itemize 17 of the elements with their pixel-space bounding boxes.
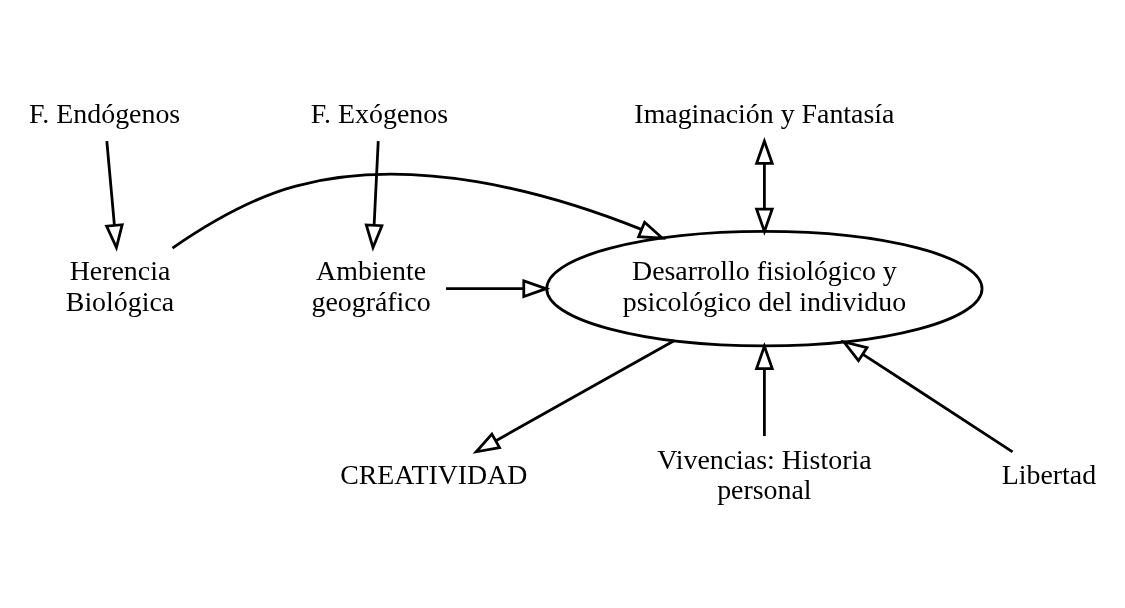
node-text: CREATIVIDAD <box>340 458 528 490</box>
node-text: F. Exógenos <box>310 97 449 129</box>
node-text: F. Endógenos <box>29 97 181 129</box>
arrow <box>171 172 667 250</box>
node-text: Imaginación y Fantasía <box>634 97 895 129</box>
node-text: Ambiente geográfico <box>311 255 431 317</box>
arrow <box>104 140 125 252</box>
arrow <box>364 141 384 252</box>
arrow <box>840 339 1014 453</box>
arrow <box>472 339 675 454</box>
node-ellipse: Desarrollo fisiológico y psicológico del individuo <box>545 230 984 348</box>
node-text: Vivencias: Historia personal <box>657 443 872 506</box>
arrow <box>445 278 551 299</box>
arrow <box>754 342 775 437</box>
node-text: Herencia Biológica <box>65 255 175 317</box>
arrow <box>754 136 775 236</box>
node-text: Libertad <box>1001 458 1097 490</box>
